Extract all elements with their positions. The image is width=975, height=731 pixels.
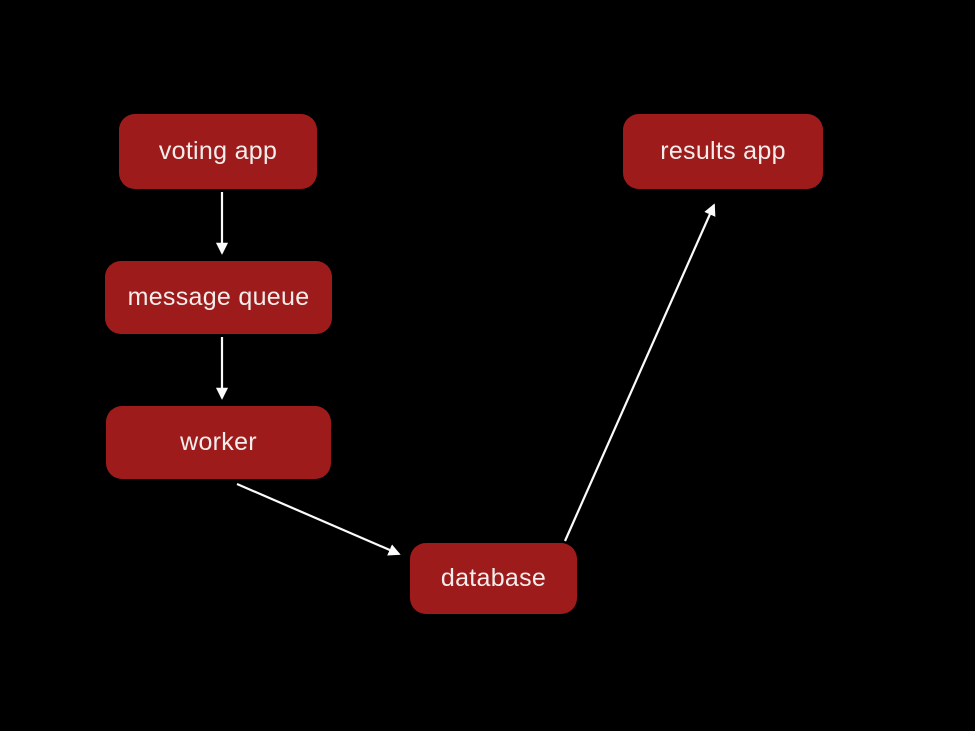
node-worker-label: worker	[180, 428, 257, 456]
arrow-database-to-results-app	[563, 203, 716, 542]
node-database-label: database	[440, 564, 547, 592]
node-voting-app-label: voting app	[158, 137, 278, 165]
node-results-app-label: results app	[660, 137, 786, 165]
node-message-queue: message queue	[105, 261, 332, 334]
node-database: database	[410, 543, 577, 614]
node-results-app: results app	[623, 114, 823, 189]
node-message-queue-label: message queue	[127, 283, 310, 311]
node-voting-app: voting app	[119, 114, 317, 189]
arrow-worker-to-database	[236, 482, 401, 556]
node-worker: worker	[106, 406, 331, 479]
